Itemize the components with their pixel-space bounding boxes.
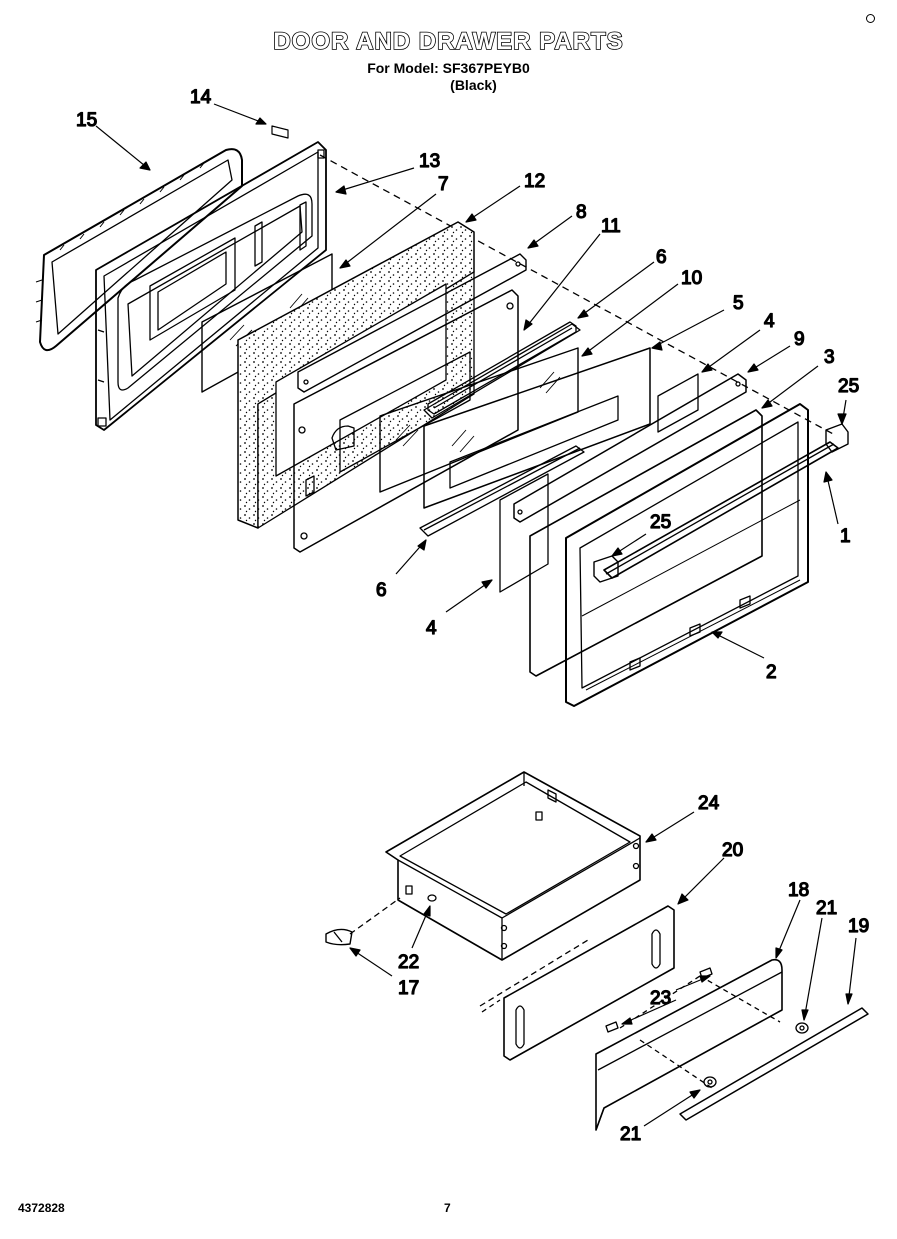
callout-2: 2 <box>766 662 777 683</box>
callout-6-top: 6 <box>656 247 667 268</box>
callout-7: 7 <box>438 174 449 195</box>
vent-bar-6-lower <box>419 445 585 537</box>
page-title: DOOR AND DRAWER PARTS <box>273 27 624 56</box>
door-handle-1 <box>593 423 849 583</box>
model-line: For Model: SF367PEYB0 <box>367 60 530 76</box>
callout-1: 1 <box>840 526 851 547</box>
callout-17: 17 <box>398 978 419 999</box>
insulation-12 <box>237 221 475 529</box>
callout-10: 10 <box>681 268 702 289</box>
door-inner-frame <box>293 289 519 553</box>
callout-23: 23 <box>650 988 671 1009</box>
callout-25-top: 25 <box>838 376 859 397</box>
callout-21-bottom: 21 <box>620 1124 641 1145</box>
callout-4-bottom: 4 <box>426 618 437 639</box>
bumper-21-right <box>795 1022 809 1034</box>
screw-23-b <box>605 1021 619 1033</box>
outer-door-panel-3 <box>529 409 763 677</box>
trim-strip-19 <box>679 1007 869 1121</box>
callout-22: 22 <box>398 952 419 973</box>
drawer-glide-17 <box>325 928 353 946</box>
callout-20: 20 <box>722 840 743 861</box>
top-trim-8 <box>297 253 527 393</box>
callout-5: 5 <box>733 293 744 314</box>
callout-9: 9 <box>794 329 805 350</box>
callout-15: 15 <box>76 110 97 131</box>
page-number: 7 <box>444 1201 451 1215</box>
callout-18: 18 <box>788 880 809 901</box>
callout-8: 8 <box>576 202 587 223</box>
callout-labels: 14 15 13 7 12 8 11 6 10 5 4 9 3 25 1 25 … <box>75 86 869 1145</box>
callout-21-top: 21 <box>816 898 837 919</box>
callout-25-handle: 25 <box>650 512 671 533</box>
callout-3: 3 <box>824 347 835 368</box>
drawer-panel-18 <box>595 958 783 1131</box>
callout-13: 13 <box>419 151 440 172</box>
spacer-plate-4-lower <box>499 473 549 593</box>
inner-door-panel-13 <box>95 141 327 431</box>
leader-lines <box>95 103 857 1127</box>
drawer-front-20 <box>481 905 675 1061</box>
corner-mark-icon <box>866 14 875 23</box>
outer-glass-10 <box>423 347 651 509</box>
callout-24: 24 <box>698 793 720 814</box>
callout-14: 14 <box>190 87 212 108</box>
document-number: 4372828 <box>18 1201 65 1215</box>
callout-11: 11 <box>601 216 621 237</box>
drawer-body-24 <box>385 771 641 961</box>
vent-bar-6-upper <box>423 323 581 419</box>
finish-label: (Black) <box>450 77 497 93</box>
top-trim-9 <box>513 373 747 523</box>
bumper-21-left <box>703 1076 717 1088</box>
outer-door-frame-2 <box>565 403 809 707</box>
alignment-line <box>319 154 836 436</box>
callout-6-bottom: 6 <box>376 580 387 601</box>
callout-12: 12 <box>524 171 545 192</box>
callout-19: 19 <box>848 916 869 937</box>
callout-4-top: 4 <box>764 311 775 332</box>
